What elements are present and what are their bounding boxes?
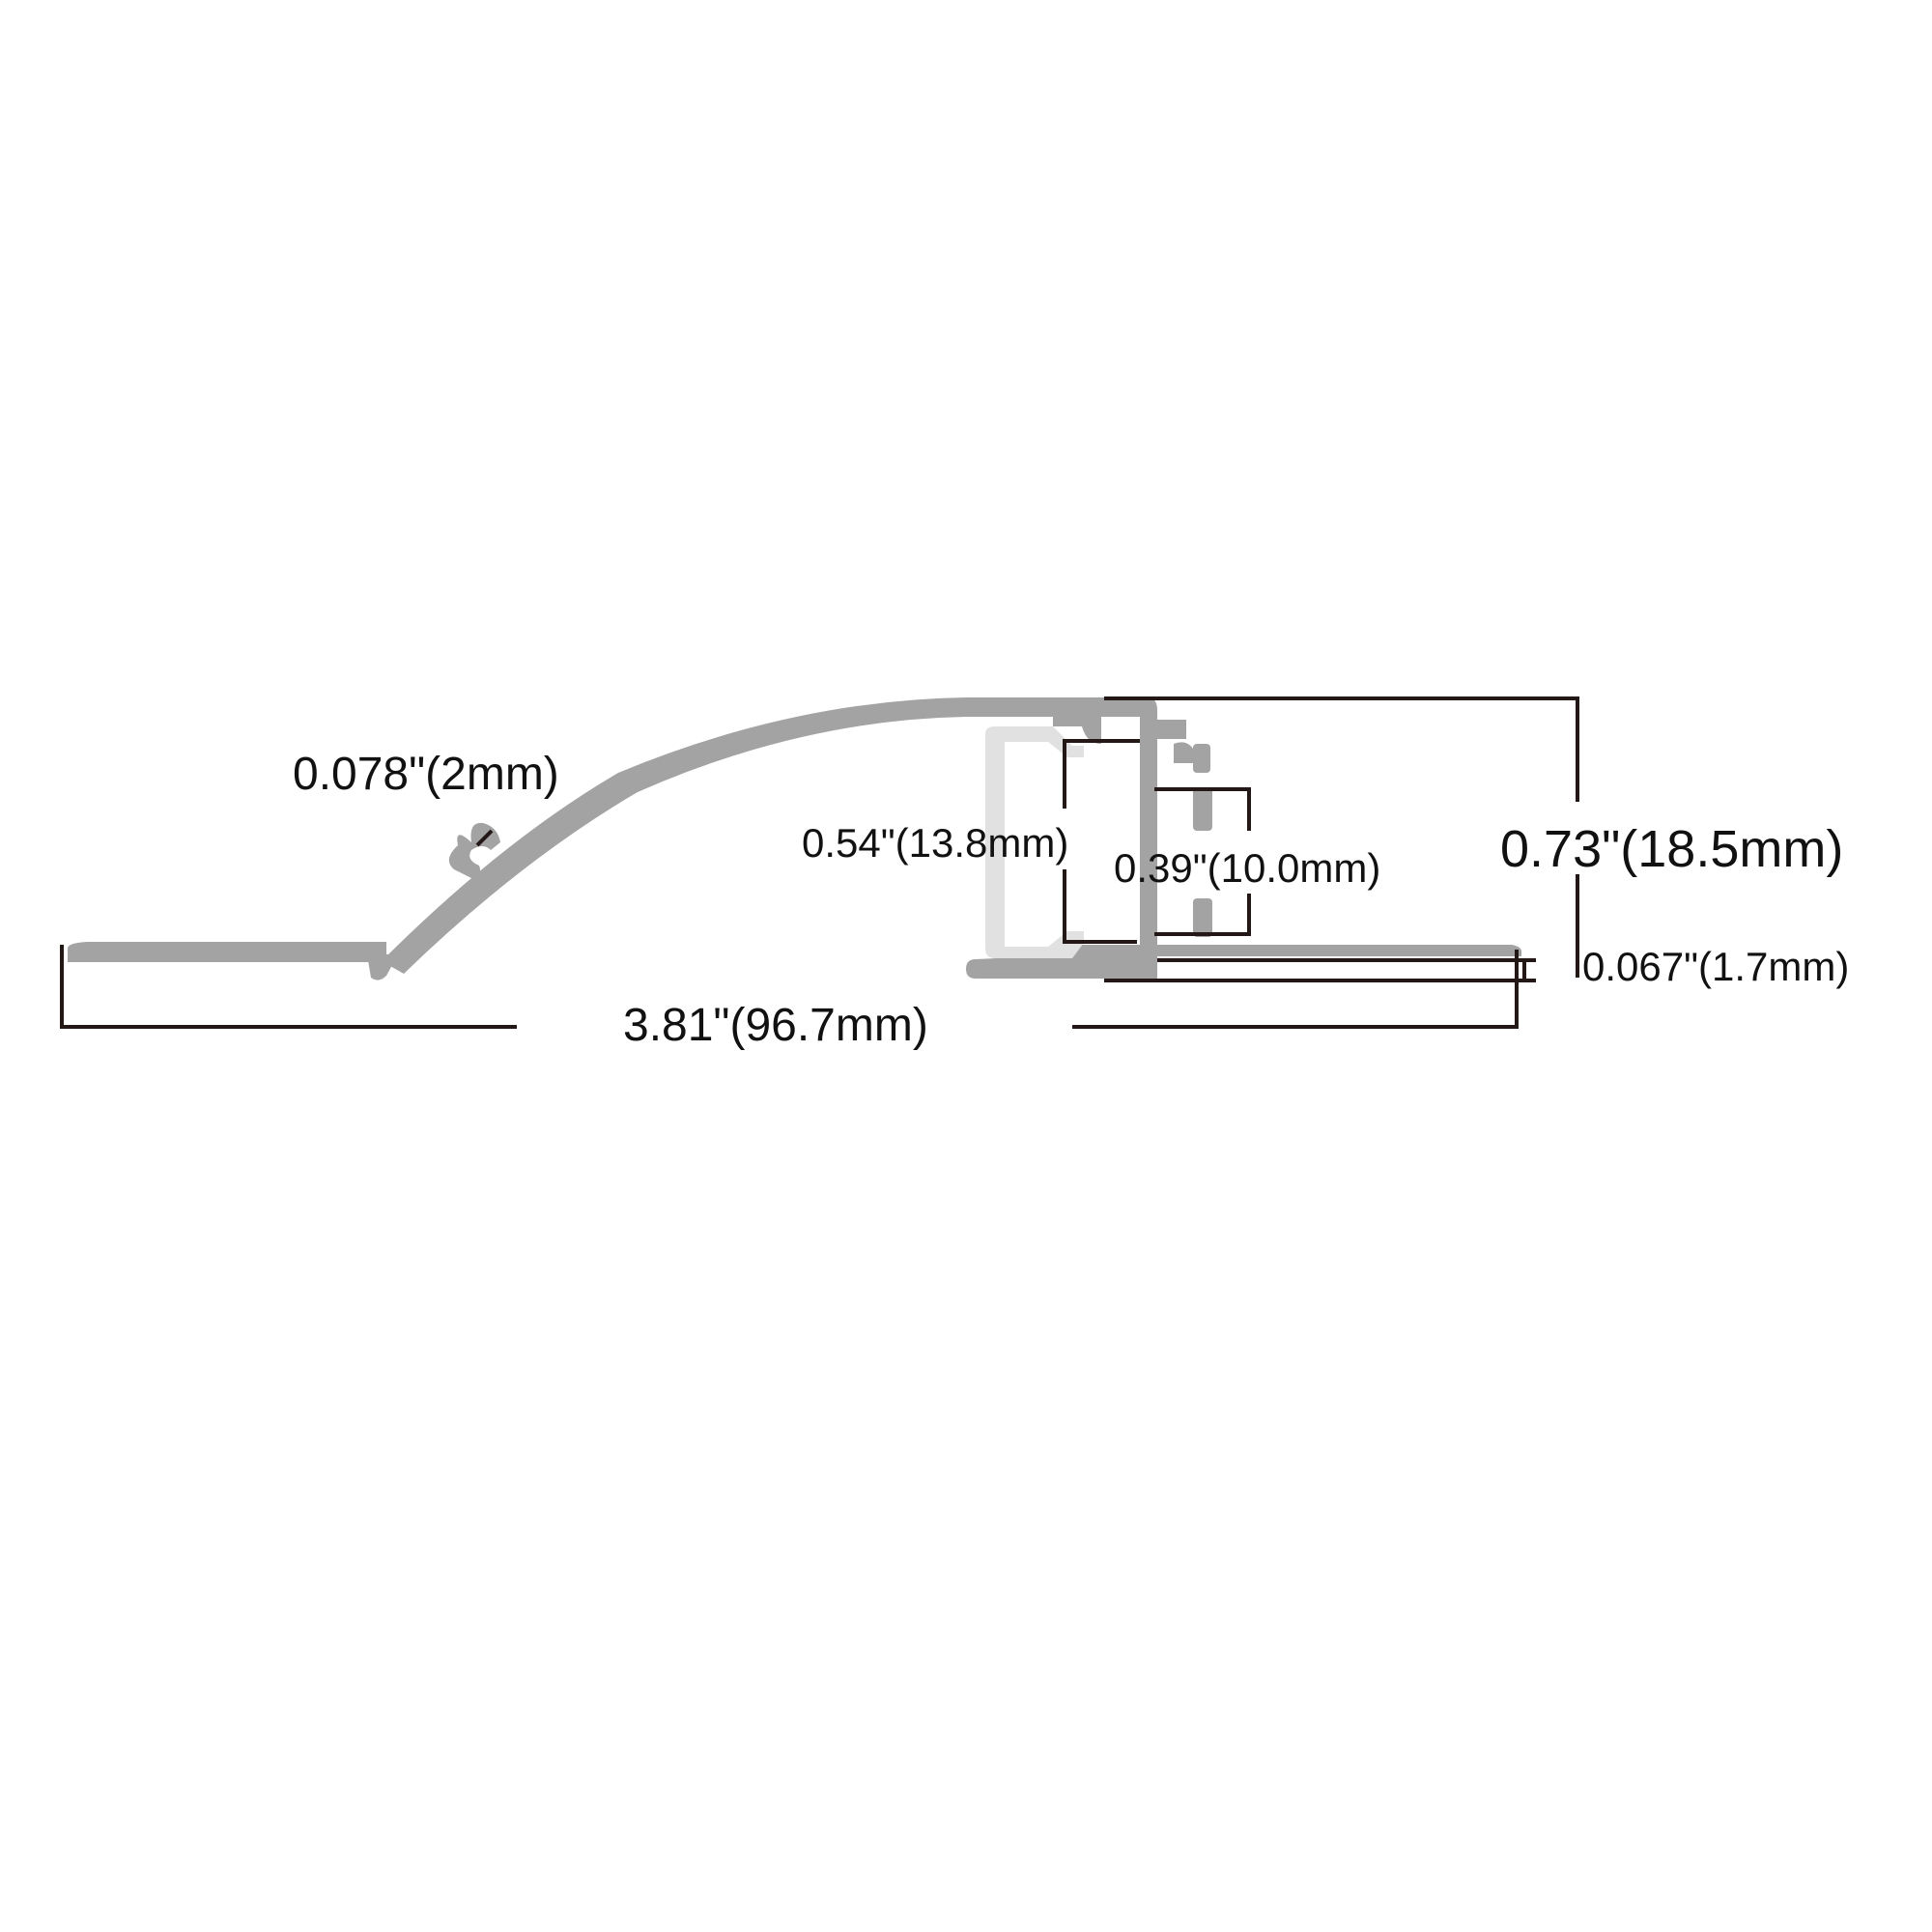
channel-height-label: 0.54"(13.8mm) bbox=[802, 820, 1069, 866]
aluminum-profile bbox=[68, 697, 1521, 980]
wall-thickness-label: 0.078"(2mm) bbox=[293, 749, 559, 800]
dimension-lines bbox=[60, 696, 1579, 1029]
overall-width-label: 3.81"(96.7mm) bbox=[623, 1000, 928, 1051]
width-dimension-right bbox=[1072, 950, 1519, 1029]
slot-width-bracket-top bbox=[1154, 787, 1251, 831]
channel-height-bracket-bottom bbox=[1063, 869, 1137, 944]
slot-width-label: 0.39"(10.0mm) bbox=[1114, 845, 1381, 891]
overall-height-label: 0.73"(18.5mm) bbox=[1500, 820, 1844, 878]
diffuser bbox=[985, 726, 1084, 958]
width-dimension-left bbox=[60, 945, 517, 1029]
base-thickness-label: 0.067"(1.7mm) bbox=[1582, 944, 1850, 989]
channel-height-bracket-top bbox=[1063, 739, 1140, 809]
height-dimension-top bbox=[1104, 696, 1579, 802]
slot-width-bracket-bottom bbox=[1154, 894, 1251, 936]
